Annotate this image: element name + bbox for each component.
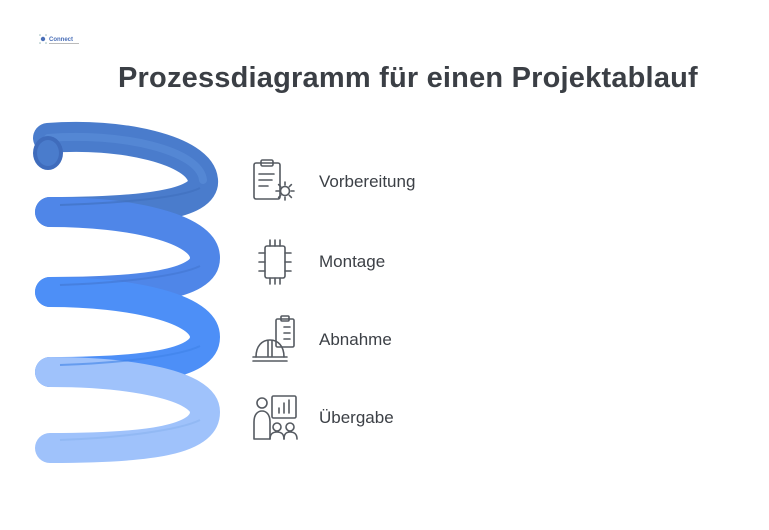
step-label: Übergabe	[319, 408, 394, 427]
step-montage: Montage	[248, 232, 548, 292]
hardhat-building-icon	[252, 315, 295, 362]
logo: Connect	[39, 34, 79, 44]
clipboard-gear-icon	[253, 159, 295, 201]
step-abnahme: Abnahme	[248, 310, 548, 370]
page-title: Prozessdiagramm für einen Projektablauf	[118, 62, 698, 94]
step-vorbereitung: Vorbereitung	[248, 152, 548, 212]
coil-segment-4	[35, 357, 221, 463]
chip-icon	[258, 239, 292, 285]
logo-text: Connect	[49, 37, 73, 43]
step-label: Montage	[319, 252, 386, 271]
logo-icon	[39, 34, 47, 44]
step-label: Vorbereitung	[319, 172, 416, 191]
step-label: Abnahme	[319, 330, 392, 349]
step-uebergabe: Übergabe	[248, 388, 548, 448]
presentation-people-icon	[253, 395, 298, 440]
